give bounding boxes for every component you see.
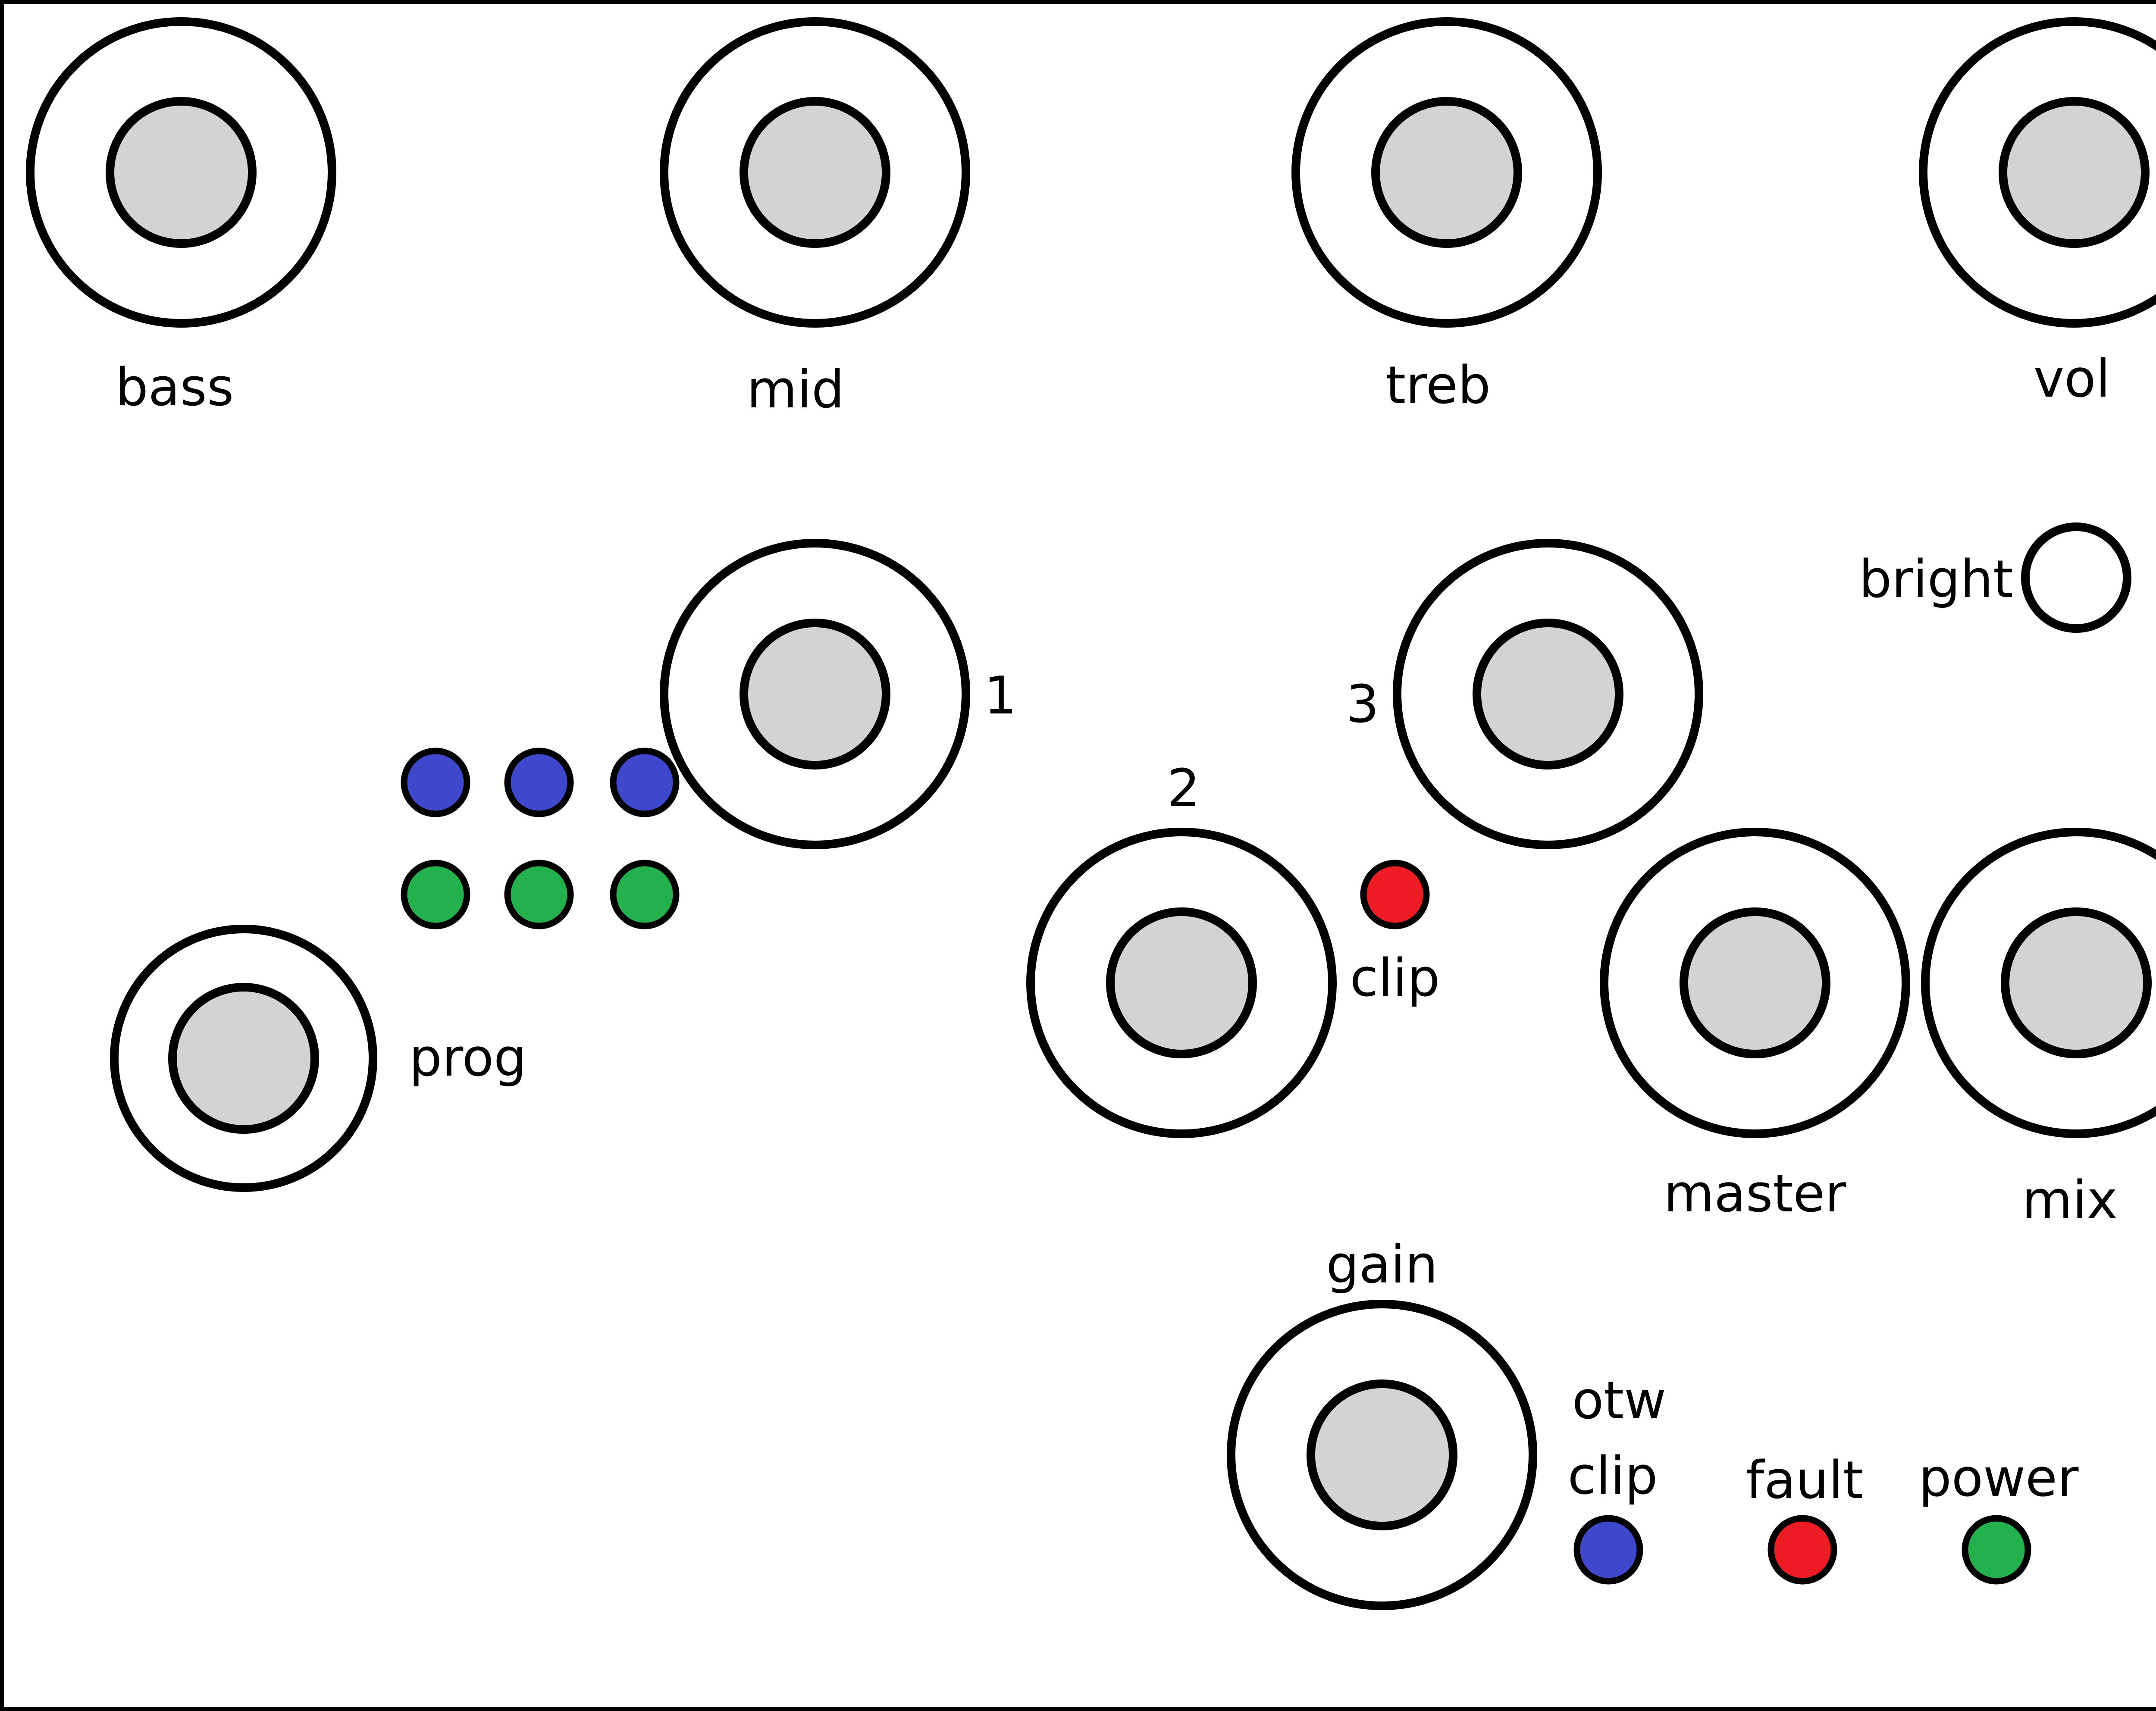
clip-label: clip [1350,948,1440,1008]
bright-label: bright [1859,550,2013,610]
mix-label: mix [2022,1170,2117,1230]
mix-knob[interactable] [1921,828,2156,1138]
clip-led [1360,860,1430,929]
knob-3[interactable] [1393,539,1703,849]
fault-label: fault [1746,1451,1863,1511]
otw-label: otw [1572,1371,1667,1431]
knob-1-label: 1 [984,666,1017,726]
prog-led-green-1 [401,860,470,929]
gain-knob[interactable] [1227,1300,1537,1610]
power-label: power [1919,1448,2079,1508]
fault-led [1767,1515,1837,1585]
otw-clip-led [1573,1515,1643,1585]
knob-1[interactable] [660,539,970,849]
bass-knob[interactable] [26,17,336,328]
prog-led-green-3 [610,860,680,929]
master-label: master [1664,1164,1846,1224]
gain-label: gain [1326,1235,1438,1295]
prog-led-blue-2 [504,748,574,817]
vol-label: vol [2034,349,2110,409]
treb-label: treb [1385,356,1491,416]
power-led [1962,1515,2031,1585]
prog-knob[interactable] [110,925,377,1192]
prog-led-grid [401,748,680,929]
knob-2-label: 2 [1167,759,1200,819]
master-knob[interactable] [1600,828,1910,1138]
knob-3-label: 3 [1346,675,1379,735]
treb-knob[interactable] [1291,17,1602,328]
mid-knob[interactable] [660,17,970,328]
prog-led-blue-1 [401,748,470,817]
prog-led-green-2 [504,860,574,929]
mid-label: mid [747,360,844,420]
prog-label: prog [409,1028,526,1088]
otw-clip-label: clip [1568,1446,1658,1506]
knob-2[interactable] [1026,828,1337,1138]
bright-switch[interactable] [2021,522,2131,633]
prog-led-blue-3 [610,748,680,817]
vol-knob[interactable] [1919,17,2156,328]
bass-label: bass [116,358,234,418]
